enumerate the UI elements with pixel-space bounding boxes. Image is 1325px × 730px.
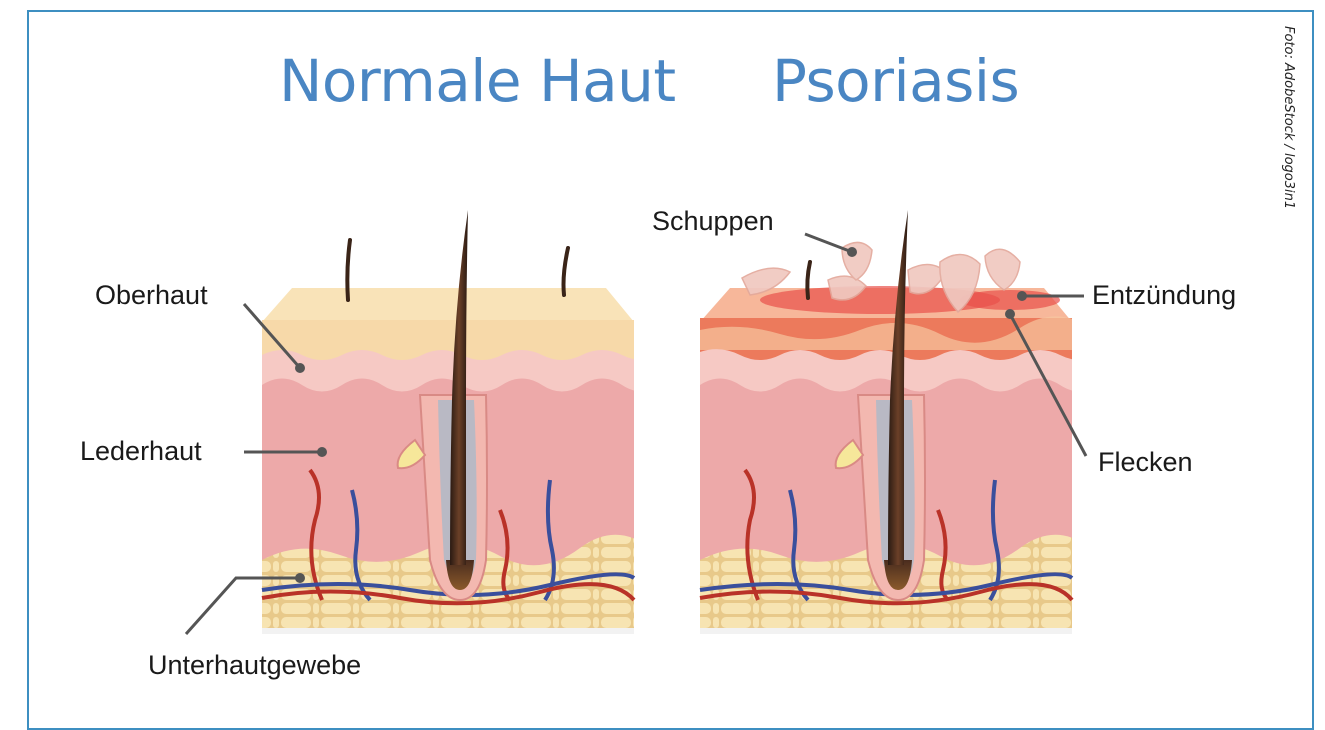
leader-schuppen <box>805 234 852 252</box>
label-lederhaut: Lederhaut <box>80 438 202 465</box>
label-unterhautgewebe: Unterhautgewebe <box>148 652 361 679</box>
label-flecken: Flecken <box>1098 449 1193 476</box>
hair-shaft-normal <box>450 210 468 565</box>
label-oberhaut: Oberhaut <box>95 282 208 309</box>
psoriasis-skin-block <box>700 210 1100 634</box>
normal-skin-block <box>262 210 662 634</box>
label-entzuendung: Entzündung <box>1092 282 1236 309</box>
label-schuppen: Schuppen <box>652 208 774 235</box>
